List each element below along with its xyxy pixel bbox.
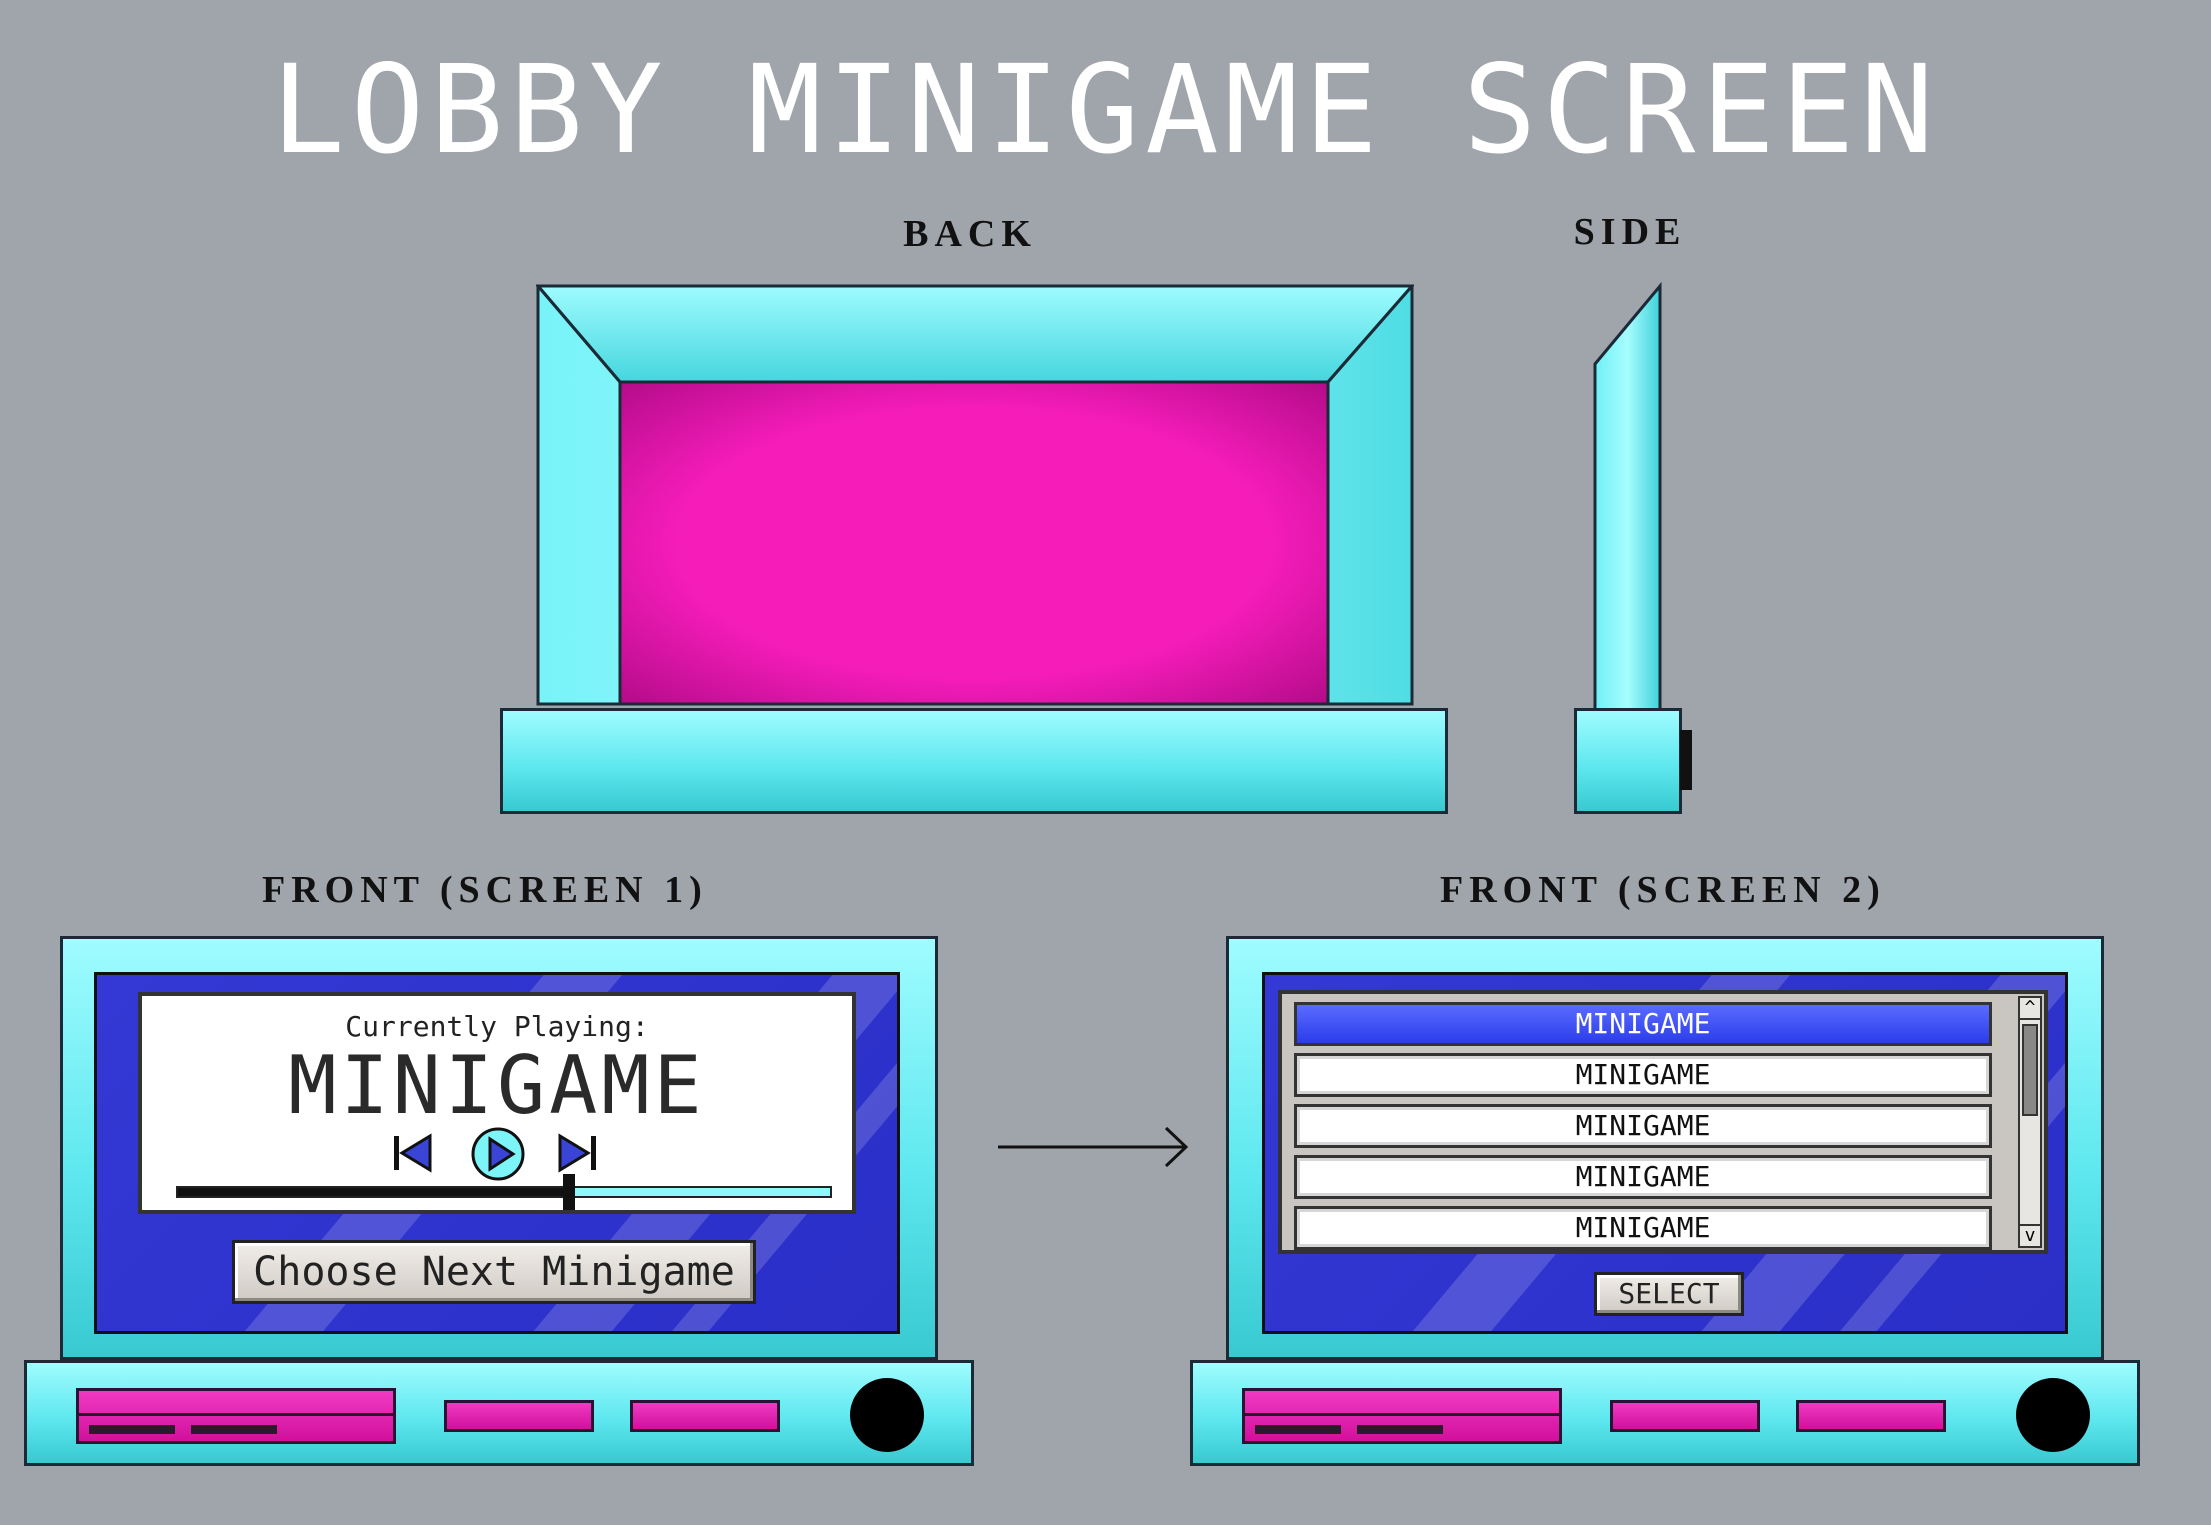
transition-arrow-icon	[998, 1126, 1189, 1168]
side-view-panel	[1590, 281, 1670, 712]
screen1-base-button-2	[630, 1400, 780, 1432]
now-playing-label: Currently Playing:	[345, 1010, 649, 1043]
screen1-base-knob	[850, 1378, 924, 1452]
list-item[interactable]: MINIGAME	[1294, 1155, 1992, 1199]
slot-divider	[79, 1413, 393, 1416]
back-view-frame	[534, 284, 1416, 706]
side-panel-graphic	[1593, 281, 1662, 712]
now-playing-panel: Currently Playing: MINIGAME	[138, 992, 856, 1214]
front-screen1-label: FRONT (SCREEN 1)	[262, 869, 708, 911]
select-button[interactable]: SELECT	[1594, 1272, 1744, 1316]
choose-next-minigame-button[interactable]: Choose Next Minigame	[232, 1240, 756, 1304]
list-item[interactable]: MINIGAME	[1294, 1053, 1992, 1097]
list-item[interactable]: MINIGAME	[1294, 1206, 1992, 1250]
screen2-base-slot	[1242, 1388, 1562, 1444]
current-game-title: MINIGAME	[288, 1039, 706, 1132]
screen2-base-button-2	[1796, 1400, 1946, 1432]
screen2-base-knob	[2016, 1378, 2090, 1452]
screen1-base-button-1	[444, 1400, 594, 1432]
scroll-down-button[interactable]: v	[2020, 1224, 2040, 1246]
list-item[interactable]: MINIGAME	[1294, 1002, 1992, 1046]
back-view-label: BACK	[903, 213, 1037, 255]
slot-divider	[1245, 1413, 1559, 1416]
page-title: LOBBY MINIGAME SCREEN	[271, 39, 1940, 181]
progress-fill	[178, 1188, 570, 1196]
skip-forward-icon[interactable]	[556, 1132, 598, 1174]
skip-back-icon[interactable]	[392, 1132, 434, 1174]
list-scrollbar[interactable]: ^ v	[2018, 996, 2042, 1248]
scroll-thumb[interactable]	[2022, 1024, 2038, 1116]
list-item[interactable]: MINIGAME	[1294, 1104, 1992, 1148]
progress-thumb[interactable]	[563, 1174, 576, 1210]
back-base	[500, 708, 1448, 814]
slot-bar-1	[89, 1425, 175, 1434]
screen1-base-slot	[76, 1388, 396, 1444]
screen2-base-button-1	[1610, 1400, 1760, 1432]
side-view-label: SIDE	[1573, 211, 1687, 253]
front-screen2-label: FRONT (SCREEN 2)	[1440, 869, 1886, 911]
progress-track[interactable]	[176, 1174, 832, 1210]
slot-bar-2	[191, 1425, 277, 1434]
back-frame-graphic	[534, 284, 1416, 706]
side-base	[1574, 708, 1682, 814]
scroll-up-button[interactable]: ^	[2020, 998, 2040, 1020]
slot-bar-1	[1255, 1425, 1341, 1434]
minigame-list-panel: MINIGAME MINIGAME MINIGAME MINIGAME MINI…	[1278, 990, 2048, 1254]
play-icon[interactable]	[470, 1126, 526, 1182]
playback-controls	[392, 1126, 602, 1182]
side-knob	[1680, 730, 1692, 790]
slot-bar-2	[1357, 1425, 1443, 1434]
